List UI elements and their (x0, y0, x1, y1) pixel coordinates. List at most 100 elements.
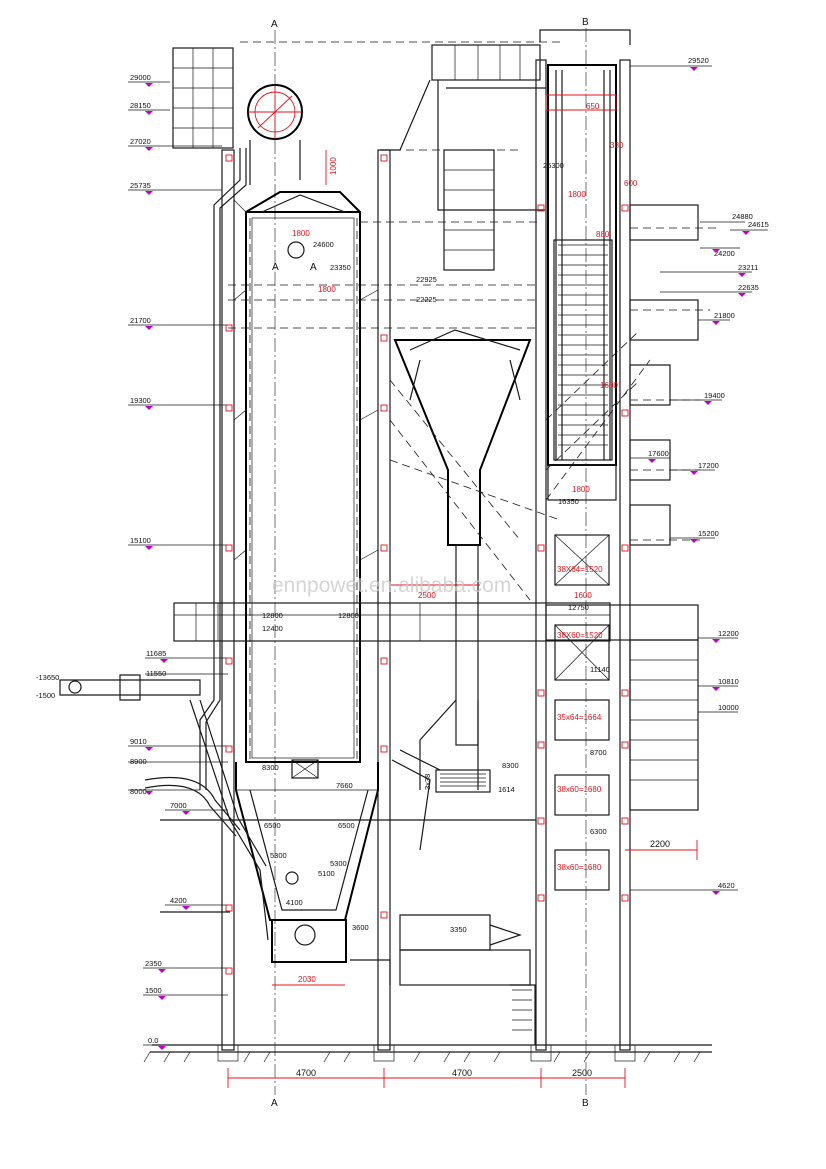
column-markers (225, 154, 629, 975)
drawing-label: 1800 (292, 229, 310, 238)
drawing-label: 3350 (450, 925, 467, 934)
drawing-label: 28150 (130, 101, 151, 110)
section-letters: A A B B A A (271, 17, 589, 1109)
left-level-1500: 1500 (143, 986, 228, 1000)
air-duct (59, 674, 536, 1045)
drawing-label: 35x64=1664 (557, 713, 602, 722)
drawing-label: 38x60=1680 (557, 785, 602, 794)
drawing-label: 3600 (352, 923, 369, 932)
right-level-24880: 24880 (700, 212, 753, 223)
drawing-label: 9010 (130, 737, 147, 746)
right-level-26300: 26300 (543, 161, 564, 170)
section-a-top: A (271, 19, 278, 30)
section-a-right-arrow: A (310, 262, 317, 273)
right-level-17200: 17200 (670, 461, 719, 475)
drawing-label: 38x60=1680 (557, 863, 602, 872)
tube-bank-labels: 38X64=1520 38X60=1520 35x64=1664 38x60=1… (423, 565, 603, 872)
drawing-label: 8000 (130, 787, 147, 796)
drawing-label: 24615 (748, 220, 769, 229)
drawing-label: 22925 (416, 275, 437, 284)
section-b-bottom: B (582, 1098, 589, 1109)
steam-drum (172, 47, 303, 185)
drawing-label: 11140 (590, 665, 610, 674)
drawing-label: 1000 (329, 157, 338, 175)
drawing-label: 4700 (452, 1068, 472, 1078)
left-level-8900: 8900 (128, 757, 228, 766)
right-level-23211: 23211 (660, 263, 758, 277)
inner-elevation-labels: 24600 23350 22925 22225 12800 12400 1280… (262, 240, 610, 934)
roof-structure (228, 29, 631, 329)
right-level-22635: 22635 (660, 283, 759, 297)
red-dimensions: 1800 1000 1800 1800 1800 380 600 2500 16… (272, 102, 638, 986)
left-level-15100: 15100 (128, 536, 228, 550)
drawing-label: 1800 (572, 485, 590, 494)
drawing-label: 5300 (270, 851, 287, 860)
drawing-label: 24200 (714, 249, 735, 258)
drawing-label: 23350 (330, 263, 351, 272)
building-columns (217, 59, 636, 1062)
bottom-dimension-chain: 4700 4700 2500 (227, 1068, 626, 1088)
drawing-label: 12200 (718, 629, 739, 638)
dim-2500-mid: 2500 (390, 584, 480, 600)
drawing-label: 6300 (590, 827, 607, 836)
drawing-label: 16350 (558, 497, 579, 506)
drawing-label: 1614 (498, 785, 515, 794)
drawing-label: 24600 (313, 240, 334, 249)
drawing-label: 2200 (650, 839, 670, 849)
right-level-21800: 21800 (698, 311, 735, 325)
back-pass (545, 64, 651, 891)
downcomer-pipes (144, 148, 269, 941)
drawing-label: 4700 (296, 1068, 316, 1078)
drawing-label: 2500 (418, 591, 436, 600)
drawing-label: 7660 (336, 781, 353, 790)
drawing-label: -13650 (36, 673, 59, 682)
drawing-label: 380 (610, 141, 624, 150)
watermark-text: ennpowet.en.alibaba.com (272, 574, 511, 597)
ground-line (143, 1051, 712, 1063)
drawing-label: 5100 (318, 869, 335, 878)
left-level-11685: 11685 (145, 649, 228, 663)
left-level-7000: 7000 (165, 801, 228, 815)
drawing-label: 10810 (718, 677, 739, 686)
left-level-9010: 9010 (128, 737, 228, 751)
right-elevation-marks: 29520 26300 24880 24615 24200 23211 2263… (543, 56, 769, 895)
drawing-label: 1600 (574, 591, 592, 600)
section-a-left-arrow: A (272, 262, 279, 273)
drawing-label: 19400 (704, 391, 725, 400)
right-level-15200: 15200 (670, 529, 719, 543)
drawing-label: 25735 (130, 181, 151, 190)
right-level-10000: 10000 (698, 703, 739, 713)
drawing-label: 17600 (648, 449, 669, 458)
drawing-label: 600 (624, 179, 638, 188)
drawing-label: 38X64=1520 (557, 565, 603, 574)
drawing-label: 1600 (600, 381, 618, 390)
drawing-label: 4620 (718, 881, 735, 890)
drawing-label: 22225 (416, 295, 437, 304)
drawing-label: 1500 (145, 986, 162, 995)
dim-1000: 1000 (325, 150, 338, 185)
drawing-label: 29520 (688, 56, 709, 65)
drawing-label: 5300 (330, 859, 347, 868)
right-level-24200: 24200 (700, 247, 740, 258)
drawing-label: 8300 (262, 763, 279, 772)
drawing-label: 11550 (146, 669, 166, 678)
drawing-label: 17200 (698, 461, 719, 470)
drawing-label: 2500 (572, 1068, 592, 1078)
right-level-24615: 24615 (730, 220, 769, 235)
right-level-10810: 10810 (698, 677, 739, 691)
right-level-17600: 17600 (630, 449, 670, 463)
drawing-label: 650 (586, 102, 600, 111)
left-level-1500b: -1500 (36, 691, 55, 700)
drawing-label: 6500 (338, 821, 355, 830)
drawing-label: 12750 (568, 603, 589, 612)
drawing-label: 19300 (130, 396, 151, 405)
drawing-label: 8300 (502, 761, 519, 770)
level-label: 29000 (130, 73, 151, 82)
right-level-19400: 19400 (670, 391, 725, 405)
drawing-label: 21700 (130, 316, 151, 325)
drawing-label: 22635 (738, 283, 759, 292)
dim-2030: 2030 (272, 975, 345, 986)
left-level-19300: 19300 (128, 396, 228, 410)
right-platforms (545, 204, 720, 811)
